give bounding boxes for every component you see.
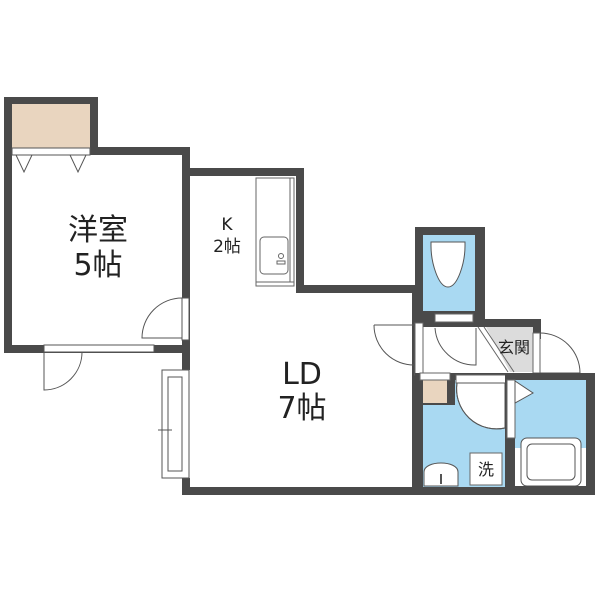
bathroom-door-marker-icon	[514, 380, 534, 404]
washroom-label: 洗	[478, 460, 494, 479]
kitchen-name: K	[221, 215, 233, 235]
washroom: 洗	[415, 372, 515, 495]
bathroom	[505, 373, 595, 495]
closet-door-marker-icon	[69, 154, 87, 174]
living-kitchen-walls	[182, 168, 420, 495]
ld-window	[158, 369, 190, 479]
closet-storage	[12, 104, 90, 148]
entrance: 玄関	[477, 326, 533, 373]
entrance-label: 玄関	[498, 338, 530, 357]
ld-name: LD	[282, 357, 322, 392]
western-room-door[interactable]	[141, 297, 190, 341]
ld-size: 7帖	[277, 391, 326, 426]
toilet-bowl-icon	[430, 241, 466, 288]
kitchen-sink-icon	[259, 236, 289, 275]
western-room-size: 5帖	[73, 248, 122, 283]
western-room	[4, 97, 190, 353]
kitchen-size: 2帖	[213, 237, 241, 257]
hallway	[373, 319, 541, 377]
kitchen-counter	[255, 177, 295, 287]
entrance-door[interactable]	[532, 332, 581, 374]
western-room-lower-door[interactable]	[43, 344, 155, 391]
closet-door-marker-icon	[15, 154, 33, 174]
western-room-name: 洋室	[68, 213, 128, 248]
toilet-room	[415, 227, 485, 327]
washing-machine-space	[469, 452, 503, 486]
